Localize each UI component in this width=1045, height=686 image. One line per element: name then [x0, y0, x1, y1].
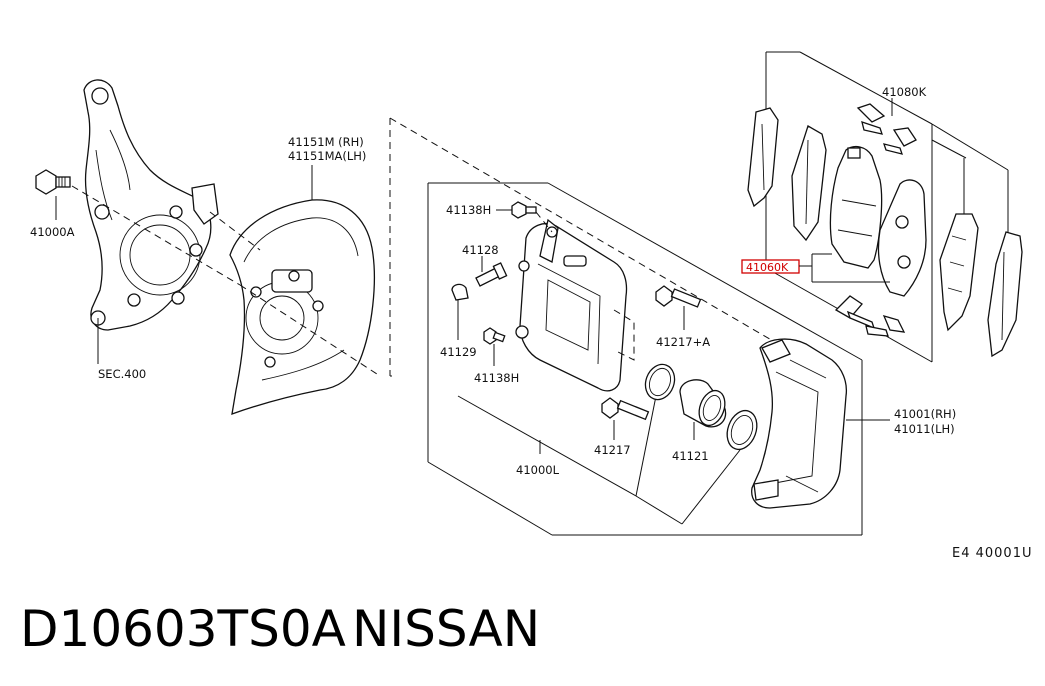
- caliper-bracket: [751, 338, 848, 509]
- label-41138h-bottom: 41138H: [474, 371, 519, 385]
- piston-boot: [726, 409, 758, 451]
- label-41151m: 41151M (RH): [288, 135, 364, 149]
- piston-seal: [644, 363, 676, 401]
- caliper-bolt-top: [511, 201, 537, 219]
- label-41138h-top: 41138H: [446, 203, 491, 217]
- pad-shim-inner-left: [791, 125, 827, 242]
- footer-brand: NISSAN: [352, 600, 540, 658]
- guide-pin-lower: [601, 397, 650, 421]
- label-41217: 41217: [594, 443, 631, 457]
- pad-kit-box: [765, 51, 1009, 363]
- pad-shim-far-right: [987, 231, 1023, 358]
- label-41080k: 41080K: [882, 85, 927, 99]
- label-41217a: 41217+A: [656, 335, 710, 349]
- caliper-assembly-box: [427, 182, 863, 536]
- pad-hardware-top: [856, 103, 917, 155]
- guide-sleeve: [475, 260, 530, 287]
- label-41011: 41011(LH): [894, 422, 955, 436]
- caliper-body: [515, 218, 635, 392]
- pad-hardware-bottom: [834, 295, 906, 337]
- label-sec400: SEC.400: [98, 367, 146, 381]
- brake-pad-outer: [829, 145, 883, 269]
- knuckle-bolt: [35, 169, 71, 195]
- label-41128: 41128: [462, 243, 499, 257]
- diagram-code: E4 40001U: [952, 546, 1033, 561]
- label-41060k[interactable]: 41060K: [746, 261, 789, 274]
- label-41129: 41129: [440, 345, 477, 359]
- pad-shim-right: [939, 213, 979, 332]
- brake-pad-inner: [877, 179, 927, 297]
- caliper-bolt-bottom: [483, 327, 506, 345]
- pad-shim-left: [747, 107, 779, 208]
- label-41000a: 41000A: [30, 225, 75, 239]
- label-41121: 41121: [672, 449, 709, 463]
- label-41151ma: 41151MA(LH): [288, 149, 366, 163]
- guide-pin-upper: [655, 285, 702, 308]
- label-41000l: 41000L: [516, 463, 560, 477]
- dust-shield: [229, 199, 376, 415]
- footer-part-number: D10603TS0A: [20, 600, 346, 658]
- guide-boot: [451, 283, 469, 301]
- hub-outline: [239, 117, 781, 377]
- label-41001: 41001(RH): [894, 407, 956, 421]
- caliper-piston: [679, 379, 727, 428]
- pad-kit-callout[interactable]: 41060K: [741, 259, 800, 274]
